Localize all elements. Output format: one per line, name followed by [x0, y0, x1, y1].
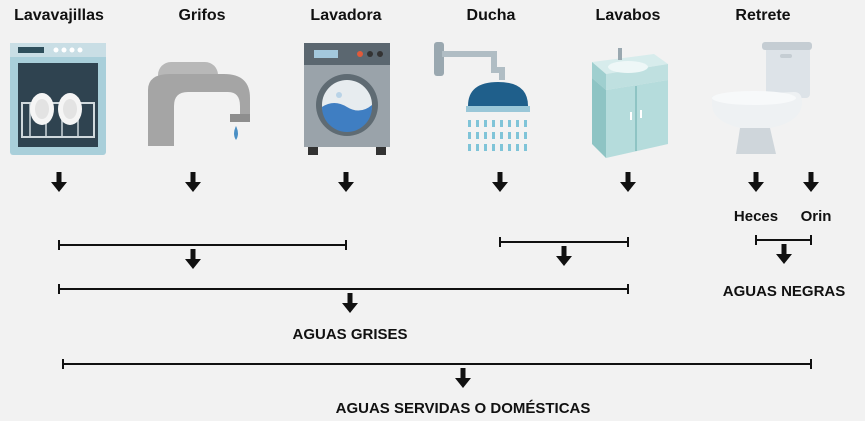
arrow-dishwasher: [51, 172, 67, 192]
shower-icon: [434, 42, 530, 151]
bracket-domestic: [62, 359, 812, 369]
bracket-toilet: [755, 235, 812, 245]
bracket-grey-water: [58, 284, 629, 294]
arrow-grey-water: [342, 293, 358, 313]
arrow-washer: [338, 172, 354, 192]
label-shower: Ducha: [466, 7, 516, 24]
label-urine: Orin: [800, 208, 832, 225]
dishwasher-icon: [10, 43, 106, 155]
sink-icon: [592, 48, 668, 158]
arrow-faucet: [185, 172, 201, 192]
label-washer: Lavadora: [310, 7, 382, 24]
arrow-sink: [620, 172, 636, 192]
faucet-icon: [148, 62, 250, 146]
arrow-domestic: [455, 368, 471, 388]
label-dishwasher: Lavavajillas: [14, 7, 104, 24]
arrow-urine: [803, 172, 819, 192]
bracket-bathroom: [499, 237, 629, 247]
label-black-water: AGUAS NEGRAS: [722, 283, 846, 300]
toilet-icon: [712, 42, 812, 154]
arrow-shower: [492, 172, 508, 192]
label-sink: Lavabos: [595, 7, 661, 24]
label-grey-water: AGUAS GRISES: [292, 326, 408, 343]
bracket-appliances: [58, 240, 347, 250]
label-faucet: Grifos: [178, 7, 226, 24]
arrow-feces: [748, 172, 764, 192]
arrow-black-water: [776, 244, 792, 264]
arrow-bathroom: [556, 246, 572, 266]
washing-machine-icon: [304, 43, 390, 155]
arrow-appliances: [185, 249, 201, 269]
label-toilet: Retrete: [735, 7, 791, 24]
label-feces: Heces: [733, 208, 779, 225]
label-domestic-wastewater: AGUAS SERVIDAS O DOMÉSTICAS: [335, 400, 591, 417]
